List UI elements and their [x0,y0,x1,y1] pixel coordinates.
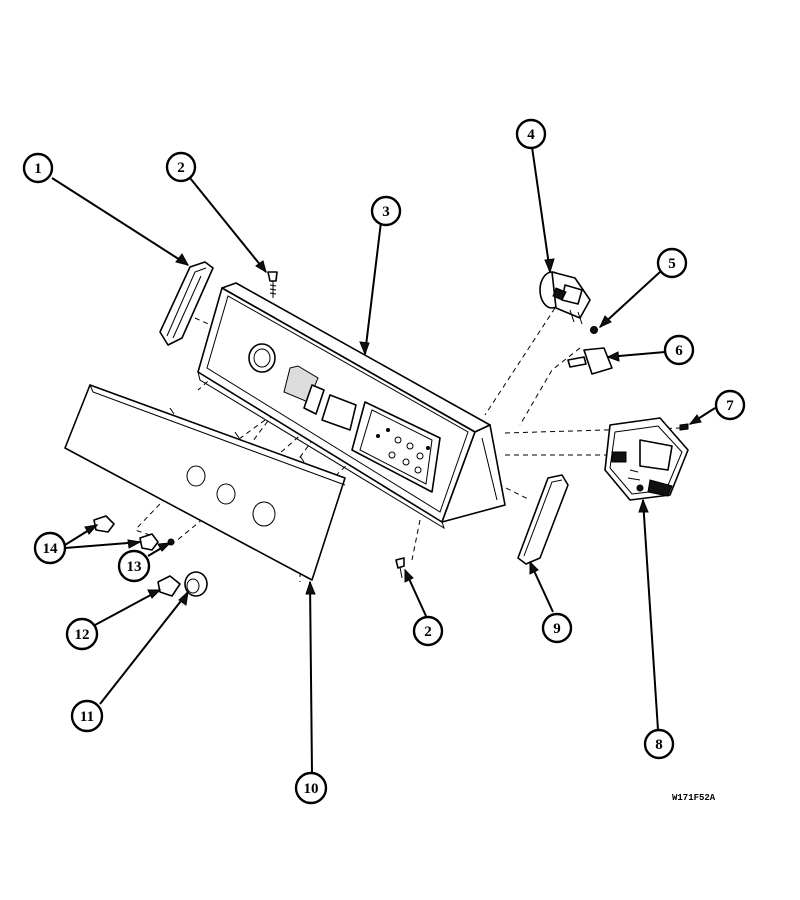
callout-label: 2 [177,160,185,176]
right-end-cap [517,474,569,565]
drawing-code: W171F52A [672,793,716,803]
knob-small [93,515,159,551]
screw-timer [679,423,689,431]
callout-label: 5 [668,256,676,272]
callout-7: 7 [714,389,746,421]
callout-10: 10 [294,771,328,805]
callout-label: 9 [553,621,561,637]
rotary-switch [539,271,591,325]
callout-8: 8 [643,728,675,760]
callout-label: 2 [424,624,432,640]
timer [604,417,689,501]
push-switch [567,347,613,375]
callout-label: 8 [655,737,663,753]
callout-1: 1 [22,152,54,184]
callout-4: 4 [515,118,547,150]
arrowheads [84,253,702,606]
callout-6: 6 [663,334,695,366]
callout-5: 5 [656,247,688,279]
callout-label: 6 [675,343,683,359]
callout-12: 12 [65,617,99,651]
round-knob [184,571,208,597]
callout-13: 13 [117,549,151,583]
callout-11: 11 [70,699,104,733]
left-end-cap [159,261,214,346]
control-panel-overlay [64,384,346,581]
callout-label: 11 [80,709,94,725]
callout-label: 14 [43,541,59,557]
screw-top [267,271,278,298]
callout-label: 3 [382,204,390,220]
callout-3: 3 [370,195,402,227]
callout-label: 10 [304,781,319,797]
callout-label: 13 [127,559,142,575]
control-panel-housing [197,282,506,530]
callout-label: 12 [75,627,90,643]
callout-label: 4 [527,127,535,143]
knob-insert [157,575,181,597]
screw-switch [590,326,598,334]
leader-lines [51,146,716,774]
callout-9: 9 [541,612,573,644]
screw-bottom [395,557,405,579]
callout-14: 14 [33,531,67,565]
callout-2-top: 2 [165,151,197,183]
callout-2-bottom: 2 [412,615,444,647]
callout-label: 1 [34,161,42,177]
callout-label: 7 [726,398,734,414]
